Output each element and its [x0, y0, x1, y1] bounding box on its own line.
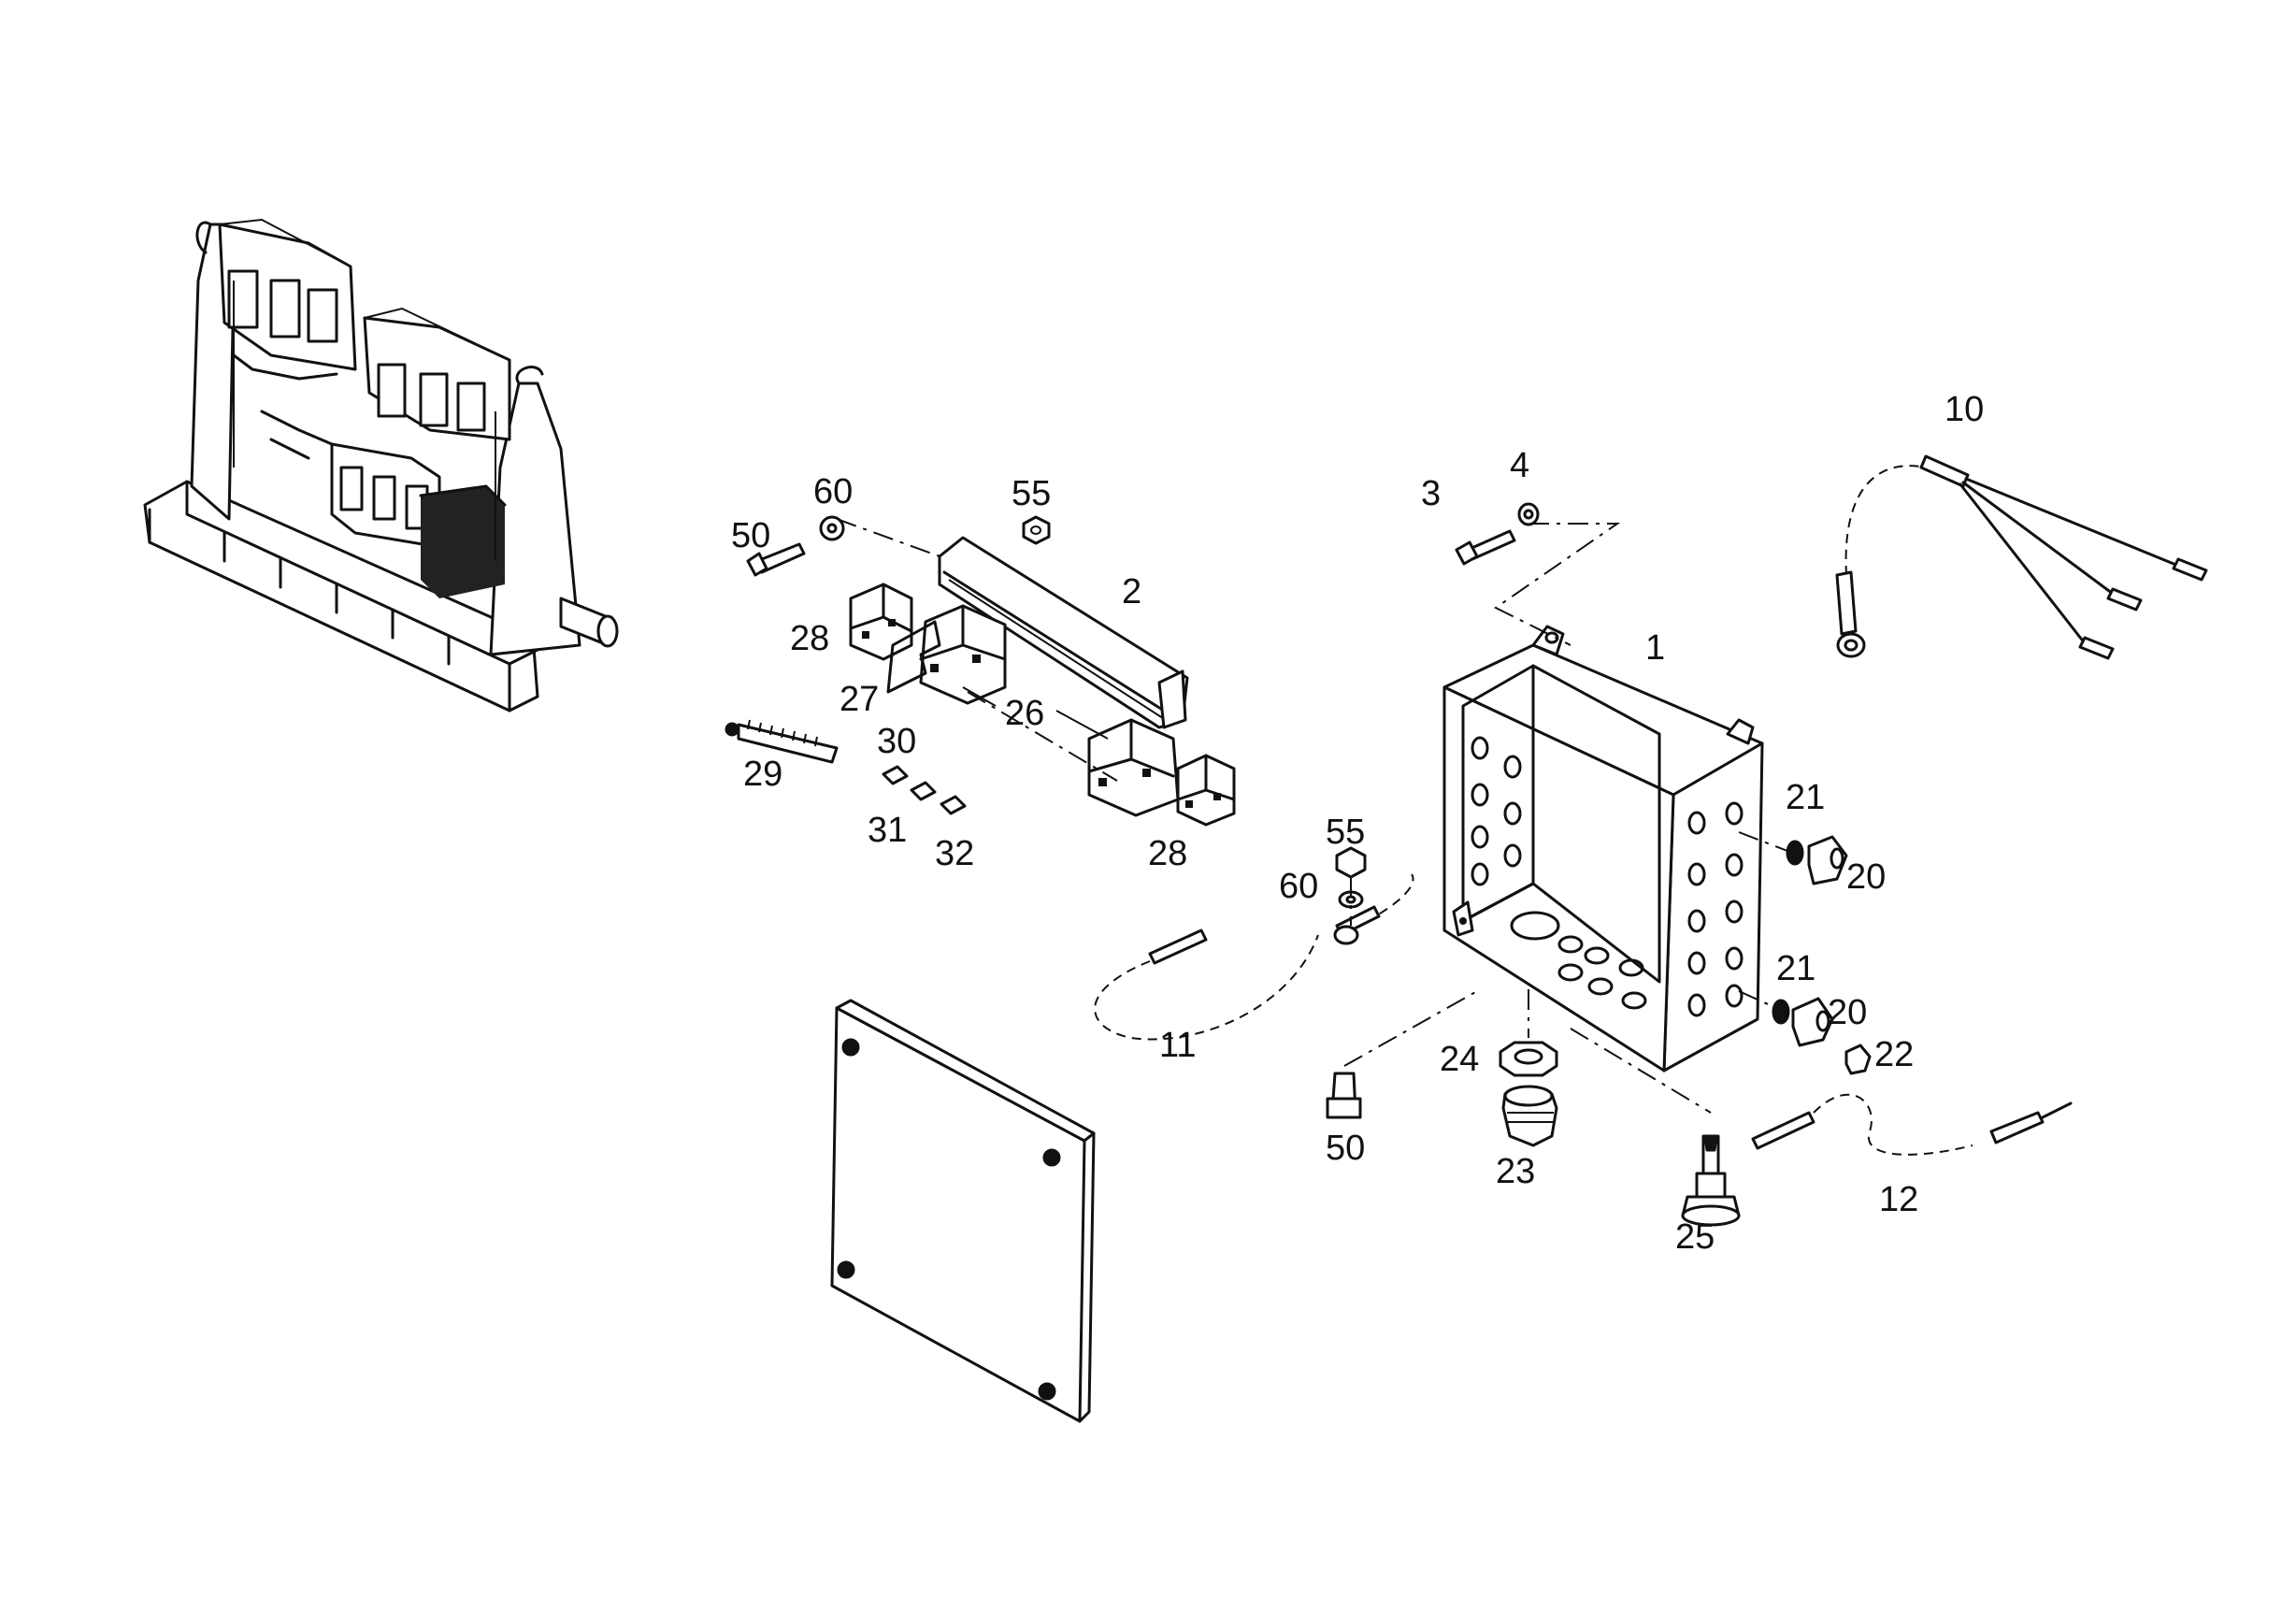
label-20-upper: 20: [1846, 857, 1886, 897]
label-24: 24: [1440, 1040, 1479, 1079]
label-4: 4: [1510, 446, 1529, 485]
label-26: 26: [1005, 694, 1044, 733]
cable-12: [1681, 1093, 2073, 1227]
label-31: 31: [868, 811, 907, 850]
cover-panel: [830, 999, 1096, 1423]
bolt-and-washer: [1455, 502, 1540, 566]
label-25: 25: [1675, 1217, 1715, 1257]
label-12: 12: [1879, 1180, 1918, 1219]
label-28-upper: 28: [790, 619, 829, 658]
label-20-lower: 20: [1828, 993, 1867, 1032]
label-60-lower: 60: [1279, 867, 1318, 906]
label-28-lower: 28: [1148, 834, 1187, 873]
enclosure-box: [1442, 523, 1764, 1072]
label-3: 3: [1421, 474, 1441, 513]
terminal-rail-assembly: [725, 515, 1236, 827]
label-30: 30: [877, 722, 916, 761]
label-55-upper: 55: [1012, 474, 1051, 513]
label-1: 1: [1645, 628, 1665, 668]
label-23: 23: [1496, 1152, 1535, 1191]
label-60-upper: 60: [813, 472, 853, 511]
leader-lines: [962, 686, 1109, 740]
fittings-20-21-22: [1738, 831, 1872, 1075]
label-10: 10: [1944, 390, 1984, 429]
cable-10: [1835, 454, 2208, 660]
label-27: 27: [839, 680, 879, 719]
part-number-labels: 1 2 3 4 10 11 12 20 20 21 21 22 23 24 25…: [731, 390, 1984, 1257]
label-21-upper: 21: [1786, 778, 1825, 817]
cable-11: [1094, 846, 1414, 1041]
machine-overview: [143, 218, 619, 712]
label-2: 2: [1122, 572, 1141, 612]
label-50-upper: 50: [731, 516, 770, 555]
label-29: 29: [743, 755, 782, 794]
label-22: 22: [1874, 1035, 1914, 1074]
label-32: 32: [935, 834, 974, 873]
cable-gland: [1326, 989, 1712, 1147]
label-21-lower: 21: [1776, 949, 1815, 988]
label-50-lower: 50: [1326, 1129, 1365, 1168]
label-55-lower: 55: [1326, 813, 1365, 852]
label-11: 11: [1159, 1026, 1196, 1065]
